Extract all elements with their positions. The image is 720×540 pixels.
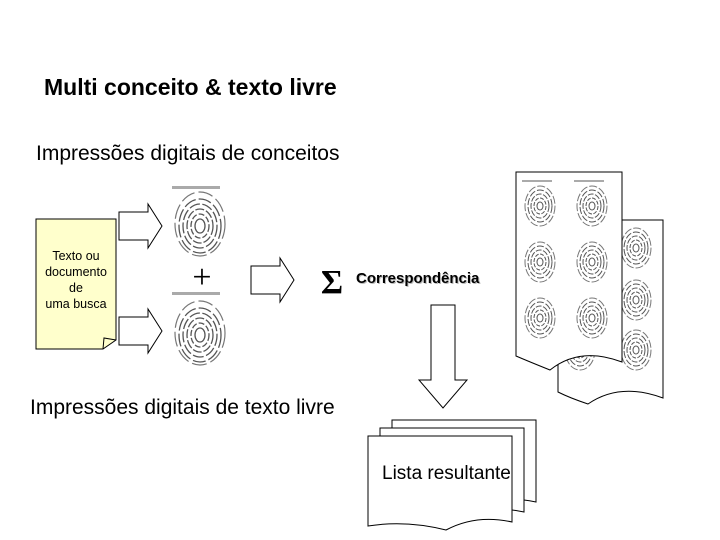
arrow-to-sigma	[250, 256, 295, 304]
query-document-line: Texto ou	[52, 249, 100, 263]
result-list-pages	[367, 419, 537, 531]
freetext-fingerprints-label: Impressões digitais de texto livre	[30, 396, 335, 419]
sigma-symbol: Σ	[321, 264, 343, 301]
arrow-to-concept-fingerprint	[118, 202, 163, 250]
diagram-title: Multi conceito & texto livre	[44, 74, 337, 100]
query-document-shape	[35, 218, 117, 350]
freetext-fingerprint-icon	[172, 292, 226, 366]
query-document-line: uma busca	[45, 297, 107, 311]
arrow-to-freetext-fingerprint	[118, 307, 163, 355]
query-document-label: Texto ou documento de uma busca	[36, 248, 116, 312]
result-list-label: Lista resultante	[382, 463, 511, 484]
arrow-to-result-list	[417, 304, 469, 409]
match-label: Correspondência	[356, 270, 480, 287]
concept-fingerprints-label: Impressões digitais de conceitos	[36, 142, 340, 165]
fingerprint-database-pages	[515, 171, 664, 405]
concept-fingerprint-icon	[172, 186, 226, 257]
plus-symbol: +	[192, 259, 211, 296]
query-document-line: de	[69, 281, 83, 295]
query-document-line: documento	[45, 265, 107, 279]
